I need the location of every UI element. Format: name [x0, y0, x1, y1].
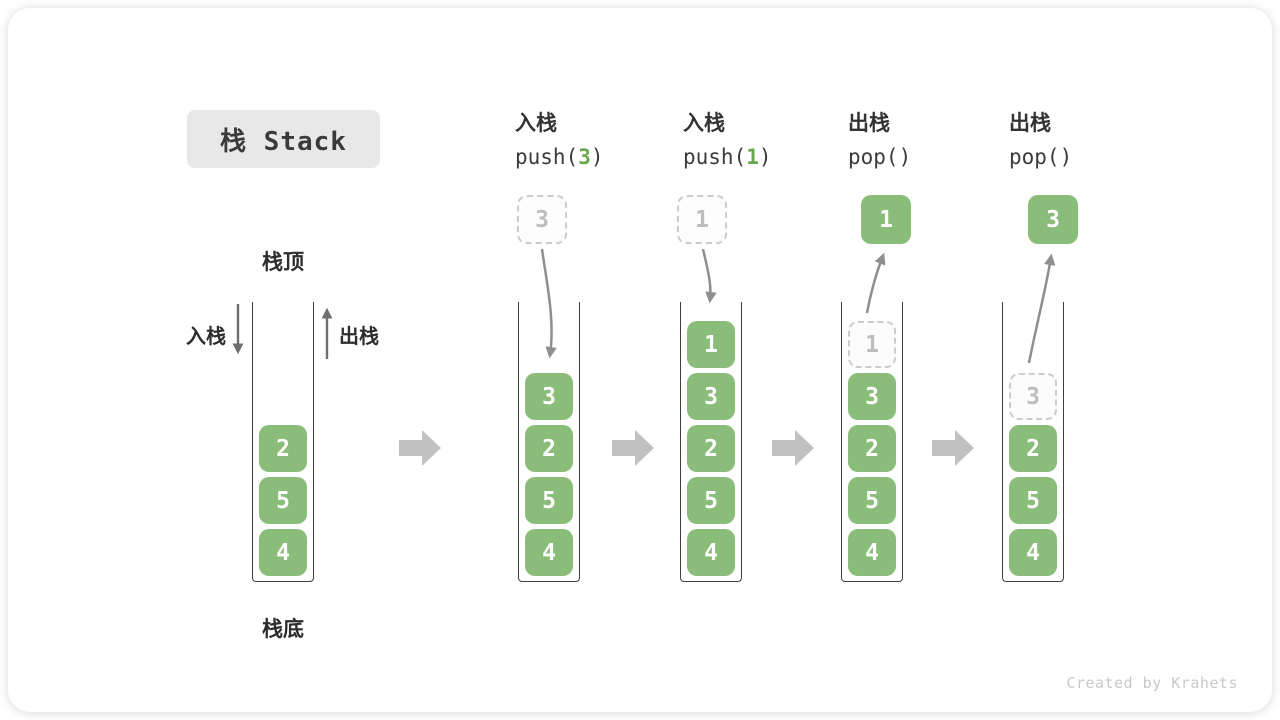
code-arg: 1 — [746, 145, 759, 169]
operation-name: 入栈 — [515, 111, 557, 135]
code-pre: push( — [515, 145, 579, 169]
stack-cell: 4 — [687, 529, 735, 576]
diagram-title-text: 栈 Stack — [220, 126, 347, 157]
stack-cell: 5 — [525, 477, 573, 524]
stack-state-after-pop-1: 1 3 2 5 4 — [841, 302, 903, 582]
stack-cell: 5 — [1009, 477, 1057, 524]
floating-value-box: 3 — [1028, 195, 1078, 244]
code-arg: 3 — [578, 145, 591, 169]
operation-code: push(1) — [683, 145, 772, 169]
code-post: ) — [758, 145, 772, 169]
code-pre: pop() — [848, 145, 912, 169]
stack-cell: 3 — [687, 373, 735, 420]
stack-bottom-label: 栈底 — [262, 617, 304, 641]
stack-cell: 2 — [848, 425, 896, 472]
stack-cell: 5 — [848, 477, 896, 524]
stack-state-initial: 2 5 4 — [252, 302, 314, 582]
stack-cell: 5 — [259, 477, 307, 524]
stack-cell: 4 — [848, 529, 896, 576]
operation-push-1: 入栈 push(1) — [683, 107, 772, 169]
stack-state-after-push-1: 1 3 2 5 4 — [680, 302, 742, 582]
stack-top-label: 栈顶 — [262, 250, 304, 274]
diagram-title: 栈 Stack — [187, 110, 380, 168]
stack-cell: 2 — [1009, 425, 1057, 472]
stack-cell: 2 — [525, 425, 573, 472]
transition-arrow — [612, 430, 654, 466]
pop-side-label: 出栈 — [339, 324, 379, 348]
operation-name: 入栈 — [683, 111, 725, 135]
stack-state-after-pop-2: 3 2 5 4 — [1002, 302, 1064, 582]
code-post: ) — [590, 145, 604, 169]
operation-name: 出栈 — [1009, 111, 1051, 135]
operation-pop-2: 出栈 pop() — [1009, 107, 1072, 169]
stack-state-after-push-3: 3 2 5 4 — [518, 302, 580, 582]
stack-cell: 3 — [848, 373, 896, 420]
push-side-label: 入栈 — [186, 324, 226, 348]
stack-cell: 4 — [525, 529, 573, 576]
code-pre: push( — [683, 145, 747, 169]
floating-value-box: 3 — [517, 195, 567, 244]
stack-cell: 2 — [259, 425, 307, 472]
stack-cell: 1 — [687, 321, 735, 368]
operation-push-3: 入栈 push(3) — [515, 107, 604, 169]
floating-value-box: 1 — [861, 195, 911, 244]
operation-pop-1: 出栈 pop() — [848, 107, 911, 169]
push-1-arrow — [701, 248, 717, 304]
watermark: Created by Krahets — [1066, 674, 1238, 692]
stack-cell: 5 — [687, 477, 735, 524]
operation-name: 出栈 — [848, 111, 890, 135]
code-pre: pop() — [1009, 145, 1073, 169]
stack-cell: 3 — [525, 373, 573, 420]
stack-cell-ghost: 1 — [848, 321, 896, 368]
operation-code: pop() — [1009, 145, 1072, 169]
transition-arrow — [772, 430, 814, 466]
floating-value-box: 1 — [677, 195, 727, 244]
stack-cell: 4 — [259, 529, 307, 576]
operation-code: push(3) — [515, 145, 604, 169]
stack-cell: 4 — [1009, 529, 1057, 576]
operation-code: pop() — [848, 145, 911, 169]
stack-cell-ghost: 3 — [1009, 373, 1057, 420]
transition-arrow — [932, 430, 974, 466]
stack-cell: 2 — [687, 425, 735, 472]
transition-arrow — [399, 430, 441, 466]
